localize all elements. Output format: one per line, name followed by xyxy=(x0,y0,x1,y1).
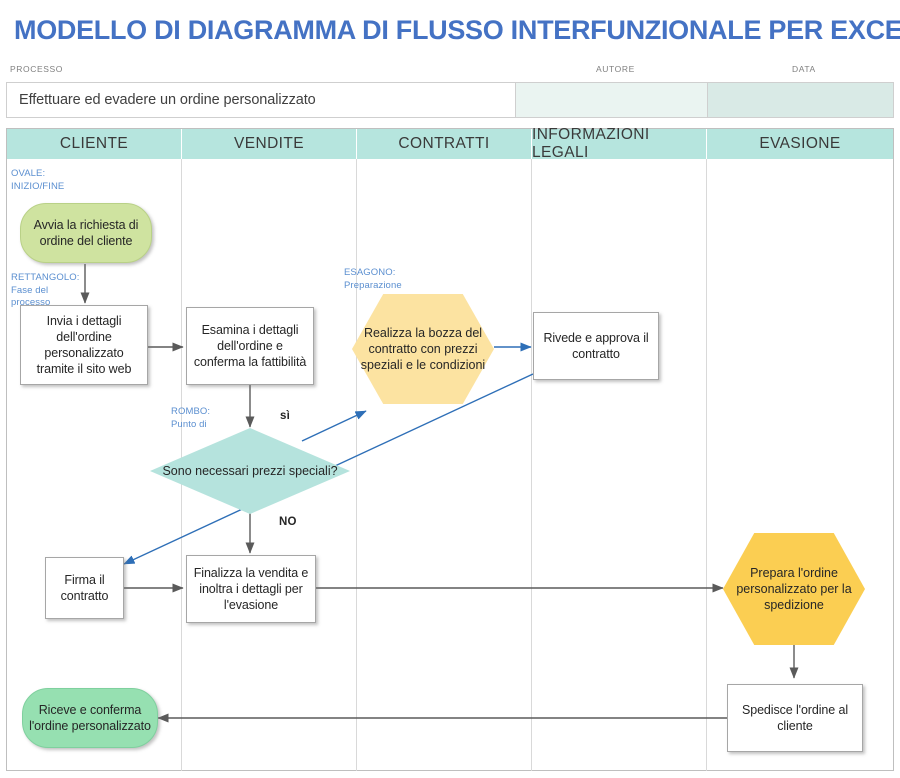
meta-fields-row: Effettuare ed evadere un ordine personal… xyxy=(6,82,894,118)
process-field[interactable]: Effettuare ed evadere un ordine personal… xyxy=(6,82,516,118)
hexagon-shape xyxy=(352,294,494,404)
draft-contract-label: Realizza la bozza del contratto con prez… xyxy=(360,326,486,372)
node-approve-contract[interactable]: Rivede e approva il contratto xyxy=(533,312,659,380)
node-decision-special-pricing[interactable]: Sono necessari prezzi speciali? xyxy=(150,428,350,514)
meta-labels-row: PROCESSO AUTORE DATA xyxy=(6,64,894,80)
node-ship-order[interactable]: Spedisce l'ordine al cliente xyxy=(727,684,863,752)
node-sign-contract[interactable]: Firma il contratto xyxy=(45,557,124,619)
lane-header-row: CLIENTE VENDITE CONTRATTI INFORMAZIONI L… xyxy=(7,126,893,161)
label-autore: AUTORE xyxy=(596,64,635,74)
lane-header-contratti[interactable]: CONTRATTI xyxy=(357,129,532,159)
label-data: DATA xyxy=(792,64,816,74)
lane-header-cliente[interactable]: CLIENTE xyxy=(7,129,182,159)
author-field[interactable] xyxy=(516,82,708,118)
node-start-oval[interactable]: Avvia la richiesta di ordine del cliente xyxy=(20,203,152,263)
decision-label: Sono necessari prezzi speciali? xyxy=(162,464,338,478)
lane-header-vendite[interactable]: VENDITE xyxy=(182,129,357,159)
annotation-rettangolo: RETTANGOLO: Fase del processo xyxy=(11,272,80,308)
annotation-esagono: ESAGONO: Preparazione xyxy=(344,267,402,291)
annotation-ovale: OVALE: INIZIO/FINE xyxy=(11,168,65,192)
lane-header-informazioni-legali[interactable]: INFORMAZIONI LEGALI xyxy=(532,126,707,161)
node-prepare-order[interactable]: Prepara l'ordine personalizzato per la s… xyxy=(723,533,865,645)
node-end-oval[interactable]: Riceve e conferma l'ordine personalizzat… xyxy=(22,688,158,748)
branch-label-no: NO xyxy=(279,516,297,528)
node-finalize-sale[interactable]: Finalizza la vendita e inoltra i dettagl… xyxy=(186,555,316,623)
hexagon-shape xyxy=(723,533,865,645)
branch-label-yes: sì xyxy=(280,410,290,422)
lane-header-evasione[interactable]: EVASIONE xyxy=(707,129,893,159)
node-send-order-details[interactable]: Invia i dettagli dell'ordine personalizz… xyxy=(20,305,148,385)
node-review-order-details[interactable]: Esamina i dettagli dell'ordine e conferm… xyxy=(186,307,314,385)
lane-column-informazioni-legali xyxy=(532,159,707,771)
prepare-order-label: Prepara l'ordine personalizzato per la s… xyxy=(736,566,852,612)
label-processo: PROCESSO xyxy=(10,64,63,74)
annotation-rombo: ROMBO: Punto di xyxy=(171,406,211,430)
node-draft-contract[interactable]: Realizza la bozza del contratto con prez… xyxy=(352,294,494,404)
process-value: Effettuare ed evadere un ordine personal… xyxy=(19,92,316,108)
date-field[interactable] xyxy=(708,82,894,118)
page-title: MODELLO DI DIAGRAMMA DI FLUSSO INTERFUNZ… xyxy=(14,15,900,45)
